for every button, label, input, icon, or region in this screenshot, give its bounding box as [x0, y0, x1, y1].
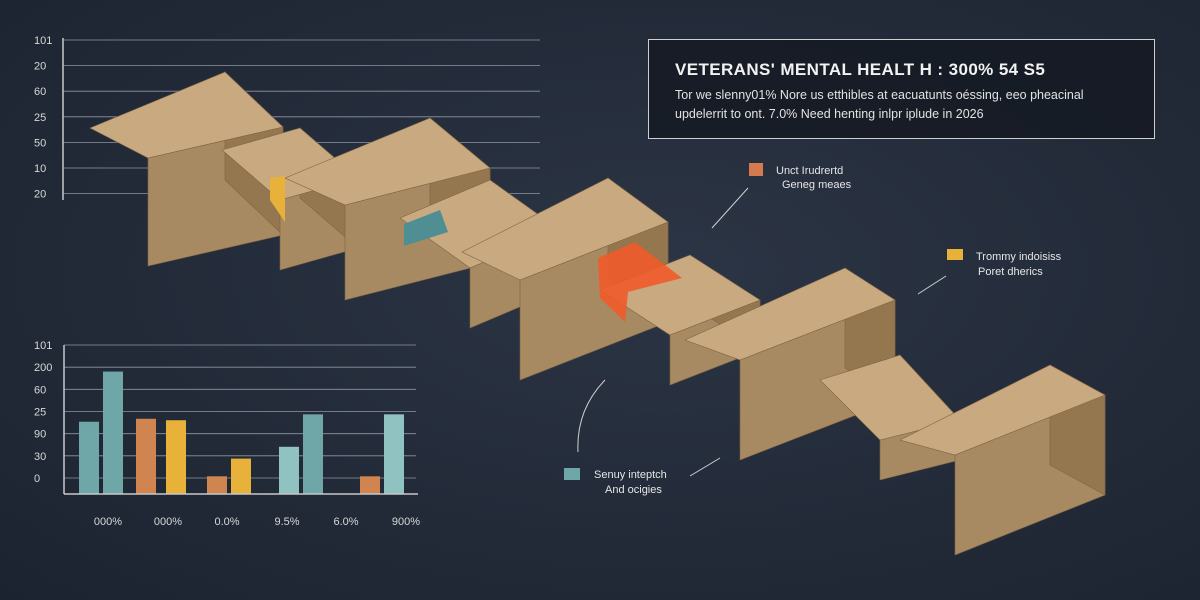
callout-1-line2: Geneg meaes [782, 179, 852, 191]
bar [279, 446, 299, 494]
bar [79, 421, 99, 494]
callout-2-line1: Trommy indoisiss [976, 251, 1062, 263]
callout-leader-lines [577, 187, 947, 477]
bar [360, 476, 380, 494]
top-y-tick-label: 20 [34, 189, 46, 201]
callout-1-line1: Unct Irudrertd [776, 165, 843, 177]
bar-y-tick-label: 200 [34, 362, 52, 374]
callout-2-line2: Poret dherics [978, 266, 1043, 278]
bar-y-tick-label: 60 [34, 384, 46, 396]
top-y-tick-label: 10 [34, 163, 46, 175]
top-y-tick-label: 60 [34, 86, 46, 98]
bar-y-tick-label: 0 [34, 473, 40, 485]
bar [166, 420, 186, 494]
bar [231, 458, 251, 494]
bar [103, 371, 123, 494]
callout-2: Trommy indoisiss Poret dherics [947, 249, 1062, 278]
callout-3-line1: Senuy inteptch [594, 469, 667, 481]
bar-chart-y-ticks: 101 200 60 25 90 30 0 [34, 340, 52, 485]
bottom-bar-chart: 101 200 60 25 90 30 0 000% 000% 0.0% 9.5% 6.0% 900% [34, 340, 420, 528]
bar-chart-x-ticks: 000% 000% 0.0% 9.5% 6.0% 900% [94, 516, 420, 528]
bar [136, 418, 156, 494]
infographic-title: VETERANS' MENTAL HEALT H : 300% 54 S5 [675, 60, 1046, 79]
callout-1-swatch [749, 163, 763, 176]
bar-x-tick-label: 900% [392, 516, 420, 528]
bar-y-tick-label: 101 [34, 340, 52, 352]
bar [207, 476, 227, 494]
bar-y-tick-label: 90 [34, 429, 46, 441]
bar-x-tick-label: 0.0% [214, 516, 239, 528]
leader-line-3a [577, 379, 606, 453]
callout-1: Unct Irudrertd Geneg meaes [749, 163, 852, 191]
callout-3-swatch [564, 468, 580, 480]
orange-accent [598, 242, 682, 322]
bar [384, 414, 404, 494]
bar-chart-bars [79, 371, 404, 494]
top-chart-y-ticks: 101 20 60 25 50 10 20 [34, 35, 52, 201]
title-body-line-1: Tor we slenny01% Nore us etthibles at ea… [675, 88, 1084, 102]
top-y-tick-label: 101 [34, 35, 52, 47]
bar-y-tick-label: 30 [34, 451, 46, 463]
bar-x-tick-label: 9.5% [274, 516, 299, 528]
bar-x-tick-label: 000% [94, 516, 122, 528]
top-y-tick-label: 50 [34, 137, 46, 149]
block-face [284, 117, 491, 206]
callout-2-swatch [947, 249, 963, 260]
teal-accent [404, 210, 448, 246]
callout-3-line2: And ocigies [605, 484, 662, 496]
title-body-line-2: updelerrit to ont. 7.0% Need henting inl… [675, 107, 984, 121]
bar [303, 414, 323, 494]
yellow-accent [270, 176, 285, 222]
top-y-tick-label: 25 [34, 112, 46, 124]
bar-x-tick-label: 000% [154, 516, 182, 528]
cardboard-block-path [89, 71, 1106, 556]
top-y-tick-label: 20 [34, 61, 46, 73]
block-face [461, 177, 669, 281]
callout-3: Senuy inteptch And ocigies [564, 468, 667, 496]
leader-line-2 [917, 275, 947, 295]
block-face [89, 71, 284, 159]
block-face [899, 364, 1106, 456]
title-panel: VETERANS' MENTAL HEALT H : 300% 54 S5 To… [648, 39, 1155, 139]
bar-y-tick-label: 25 [34, 407, 46, 419]
leader-line-3b [689, 457, 721, 477]
bar-x-tick-label: 6.0% [333, 516, 358, 528]
leader-line-1 [711, 187, 749, 229]
block-face [684, 267, 896, 361]
